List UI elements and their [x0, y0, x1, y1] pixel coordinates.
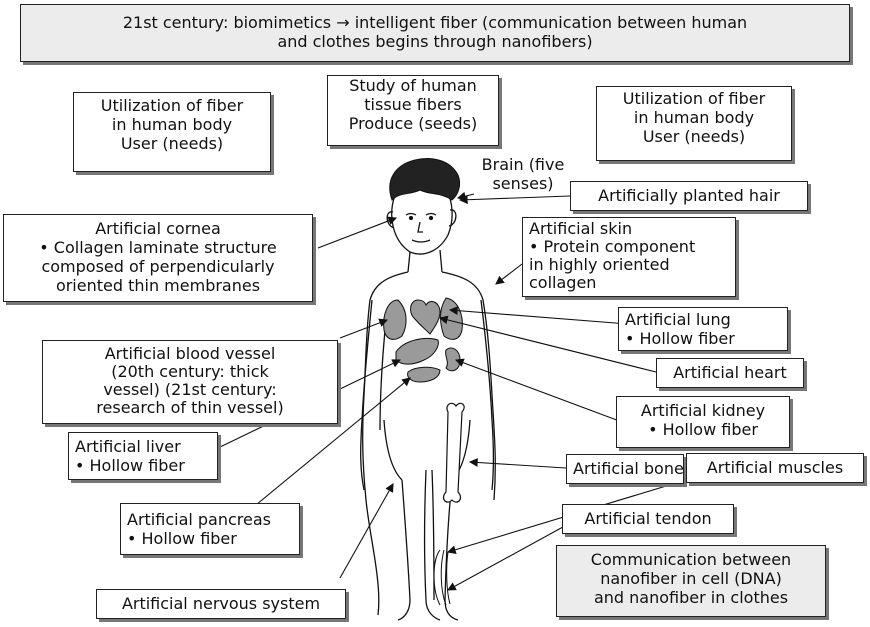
human-body-outline: [361, 192, 496, 620]
communication-box: Communication between nanofiber in cell …: [556, 545, 826, 617]
skin-line-3: in highly oriented: [529, 256, 729, 274]
liver-line-1: Artificial liver: [75, 437, 211, 456]
label-kidney: Artificial kidney • Hollow fiber: [616, 396, 790, 448]
vessel-line-3: vessel) (21st century:: [49, 381, 331, 399]
vessel-line-4: research of thin vessel): [49, 399, 331, 417]
label-hair: Artificially planted hair: [570, 181, 808, 211]
pancreas-line-2: • Hollow fiber: [127, 529, 293, 548]
liver-line-2: • Hollow fiber: [75, 456, 211, 475]
label-lung: Artificial lung • Hollow fiber: [618, 307, 788, 351]
label-nervous-system: Artificial nervous system: [96, 589, 346, 619]
skin-line-2: • Protein component: [529, 238, 729, 256]
lung-left: [384, 300, 406, 339]
heart-shape: [411, 300, 440, 334]
label-pancreas: Artificial pancreas • Hollow fiber: [120, 503, 300, 555]
vessel-line-1: Artificial blood vessel: [49, 345, 331, 363]
hair-shape: [390, 159, 460, 200]
label-bone: Artificial bone: [566, 454, 684, 484]
cornea-line-1: Artificial cornea: [10, 219, 306, 238]
label-liver: Artificial liver • Hollow fiber: [68, 432, 218, 480]
organs: [384, 298, 463, 382]
vessel-line-2: (20th century: thick: [49, 363, 331, 381]
tendon-label-text: Artificial tendon: [569, 509, 727, 528]
nervous-label-text: Artificial nervous system: [103, 594, 339, 613]
kidney-line-2: • Hollow fiber: [623, 420, 783, 439]
pancreas-line-1: Artificial pancreas: [127, 510, 293, 529]
kidney-line-1: Artificial kidney: [623, 401, 783, 420]
muscle-shape: [434, 550, 450, 605]
skin-line-4: collagen: [529, 274, 729, 292]
lung-line-1: Artificial lung: [625, 310, 781, 329]
communication-line-3: and nanofiber in clothes: [563, 588, 819, 607]
communication-line-2: nanofiber in cell (DNA): [563, 569, 819, 588]
label-cornea: Artificial cornea • Collagen laminate st…: [3, 214, 313, 302]
label-heart: Artificial heart: [656, 358, 804, 388]
cornea-line-4: oriented thin membranes: [10, 276, 306, 295]
lung-line-2: • Hollow fiber: [625, 329, 781, 348]
liver-shape: [396, 339, 438, 365]
heart-label-text: Artificial heart: [663, 363, 797, 382]
cornea-line-2: • Collagen laminate structure: [10, 238, 306, 257]
pancreas-shape: [408, 367, 440, 382]
label-blood-vessel: Artificial blood vessel (20th century: t…: [42, 340, 338, 424]
bone-label-text: Artificial bone: [573, 459, 677, 478]
bone-shape: [444, 403, 465, 502]
hair-label-text: Artificially planted hair: [577, 186, 801, 205]
muscles-label-text: Artificial muscles: [693, 458, 857, 477]
label-skin: Artificial skin • Protein component in h…: [522, 217, 736, 297]
kidney-shape: [446, 348, 460, 371]
skin-line-1: Artificial skin: [529, 220, 729, 238]
communication-line-1: Communication between: [563, 550, 819, 569]
label-tendon: Artificial tendon: [562, 504, 734, 534]
label-muscles: Artificial muscles: [686, 453, 864, 483]
cornea-line-3: composed of perpendicularly: [10, 257, 306, 276]
